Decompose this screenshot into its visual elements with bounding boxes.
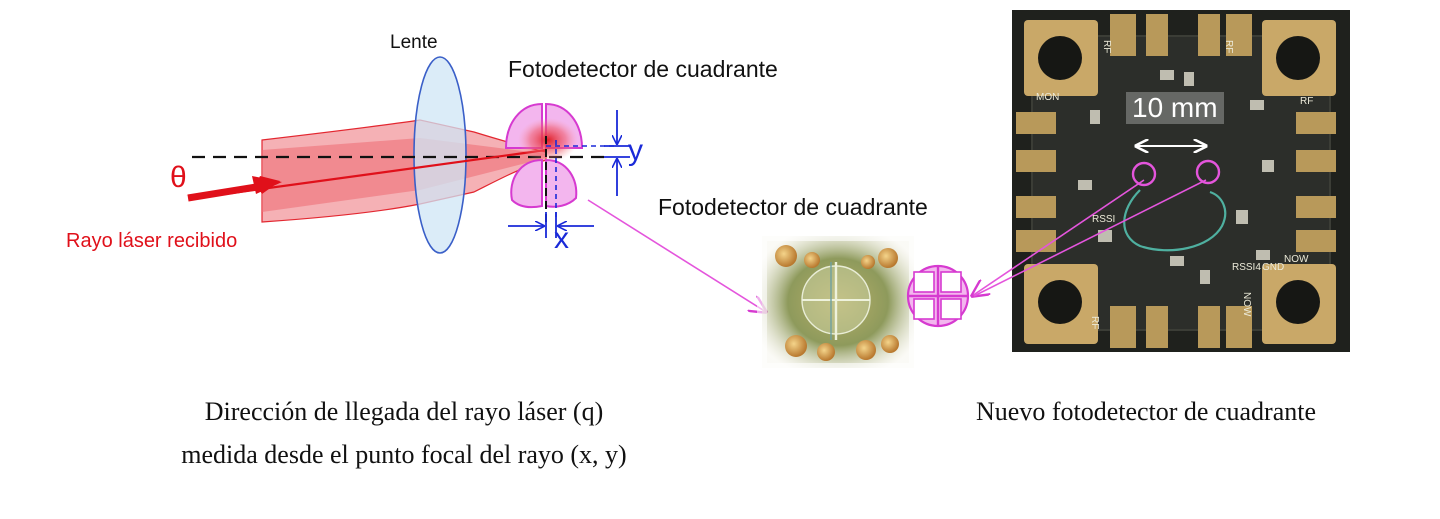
silkscreen-label: RSSI xyxy=(1092,214,1115,225)
detector-closeup-photo xyxy=(757,231,919,373)
laser-received-label: Rayo láser recibido xyxy=(66,230,238,252)
link-arrow-to-photo xyxy=(587,199,766,312)
x-offset-label: x xyxy=(554,222,569,255)
optics-schematic xyxy=(186,56,630,254)
caption-right: Nuevo fotodetector de cuadrante xyxy=(976,397,1317,426)
theta-label: θ xyxy=(170,161,187,194)
link-arrow-site-right xyxy=(973,179,1207,297)
quadrant-detector-label-middle: Fotodetector de cuadrante xyxy=(658,194,928,220)
x-measure xyxy=(508,212,594,238)
silkscreen-label: GND xyxy=(1262,262,1284,273)
caption-left-line2: medida desde el punto focal del rayo (x,… xyxy=(181,440,627,469)
silkscreen-label: RF xyxy=(1089,316,1100,329)
detector-site-right xyxy=(1195,159,1221,185)
scale-bar-label: 10 mm xyxy=(1126,92,1224,124)
corner-pads xyxy=(1024,20,1336,344)
y-offset-label: y xyxy=(628,134,643,167)
board-components xyxy=(1078,70,1274,284)
laser-arrow-shaft xyxy=(187,182,263,202)
detector-site-left xyxy=(1131,161,1157,187)
silkscreen-label: RF xyxy=(1101,40,1112,53)
silkscreen-label: RF xyxy=(1223,40,1234,53)
silkscreen-label: MON xyxy=(1036,92,1059,103)
silkscreen-label: RF xyxy=(1300,96,1313,107)
board-photo xyxy=(1012,10,1350,352)
laser-arrowhead-icon xyxy=(252,176,282,194)
y-measure xyxy=(604,110,630,196)
silkscreen-label: RSSI4 xyxy=(1232,262,1261,273)
silkscreen-label: NOW xyxy=(1241,292,1252,317)
quadrant-detector-label-top: Fotodetector de cuadrante xyxy=(508,56,778,82)
link-arrow-site-left xyxy=(972,179,1145,296)
quadrant-detector-icon xyxy=(906,264,970,328)
board-trace xyxy=(1123,189,1227,252)
caption-left-line1: Dirección de llegada del rayo láser (q) xyxy=(204,397,604,426)
silkscreen-label: NOW xyxy=(1284,254,1309,265)
quadrant-detector-side xyxy=(504,102,584,209)
lens-label: Lente xyxy=(390,32,438,53)
lens xyxy=(413,56,467,254)
